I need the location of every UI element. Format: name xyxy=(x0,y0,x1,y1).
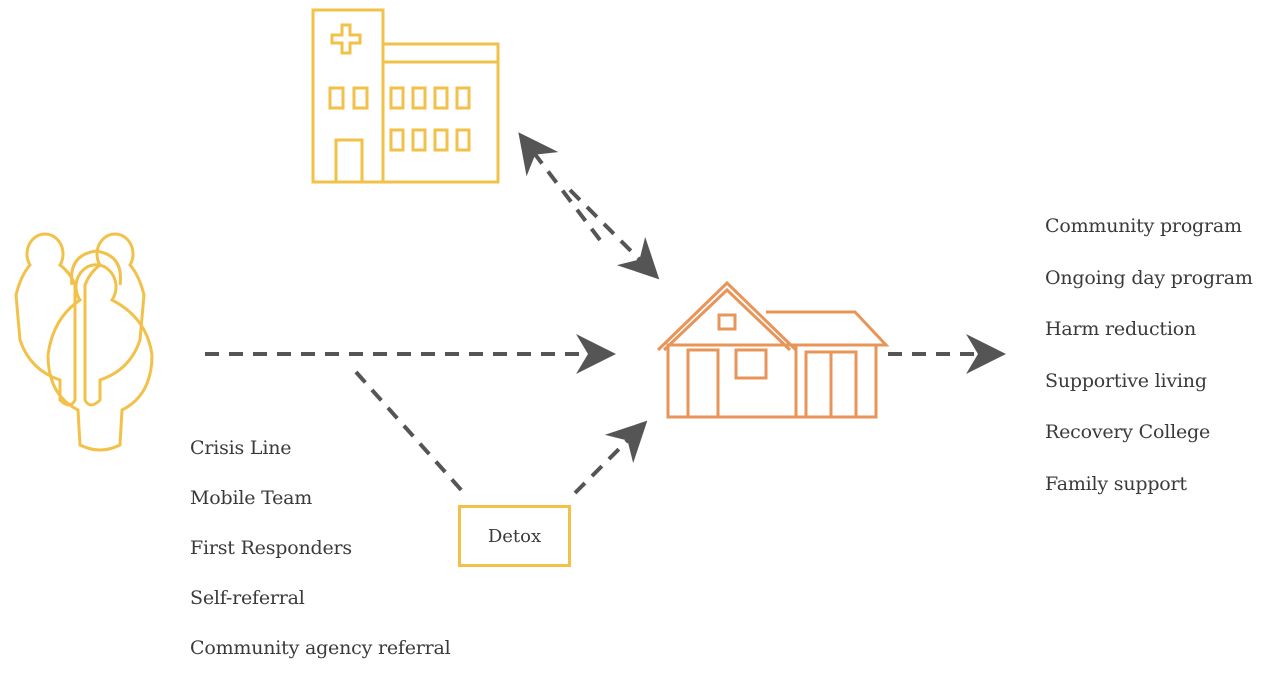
arrow-hospital-to-house xyxy=(568,188,660,280)
service-item: Community program xyxy=(1045,215,1242,237)
service-item: Ongoing day program xyxy=(1045,266,1253,289)
entry-point: Mobile Team xyxy=(190,487,313,509)
house-icon xyxy=(656,280,890,419)
service-item: Harm reduction xyxy=(1045,318,1196,340)
entry-point: Self-referral xyxy=(190,587,305,609)
entry-points-list: Crisis Line Mobile Team First Responders… xyxy=(190,437,451,687)
detox-box: Detox xyxy=(458,505,571,567)
arrow-referral-to-detox xyxy=(354,370,465,494)
service-item: Family support xyxy=(1045,472,1187,495)
entry-point: First Responders xyxy=(190,537,352,559)
arrow-house-to-hospital xyxy=(518,132,602,242)
arrow-detox-to-house xyxy=(573,420,648,495)
hospital-icon xyxy=(311,8,500,184)
entry-point: Community agency referral xyxy=(190,637,451,659)
services-list: Community program Ongoing day program Ha… xyxy=(1045,215,1253,524)
service-item: Recovery College xyxy=(1045,421,1211,443)
entry-point: Crisis Line xyxy=(190,437,292,459)
detox-label: Detox xyxy=(487,525,542,547)
flow-diagram xyxy=(14,8,1006,495)
people-group-icon xyxy=(14,232,154,452)
arrows xyxy=(205,132,1006,495)
service-item: Supportive living xyxy=(1045,369,1207,392)
